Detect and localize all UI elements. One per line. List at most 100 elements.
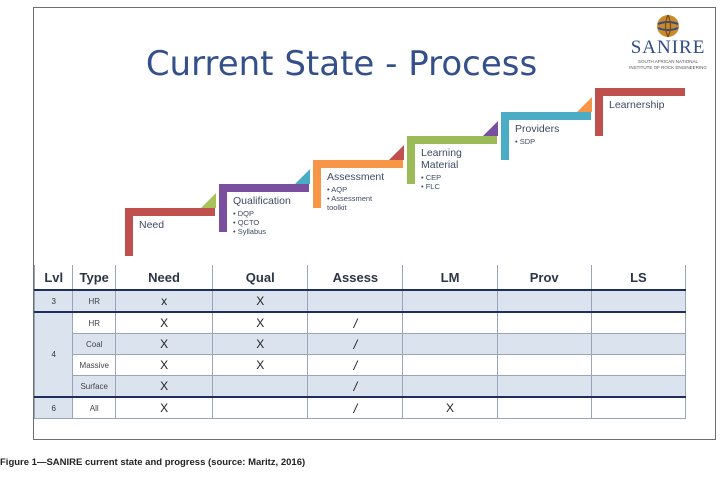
step-riser [125, 208, 133, 256]
step-bullets: • AQP• Assessment toolkit [327, 185, 382, 212]
step-label: Assessment [327, 171, 385, 183]
cell-lvl: 4 [34, 311, 74, 398]
step-label: Learnership [609, 99, 665, 111]
step-bar [501, 112, 591, 120]
cell-prov [496, 333, 592, 355]
cell-prov [496, 396, 592, 419]
slide-title: Current State - Process [145, 44, 538, 84]
header-need: Need [114, 265, 214, 291]
cell-need: X [114, 375, 214, 398]
step-label: Learning Material [421, 147, 462, 171]
header-prov: Prov [496, 265, 592, 291]
cell-ls [590, 289, 687, 313]
step-bullet-item: • AQP [327, 185, 348, 194]
table-row: 6 All X / X [34, 396, 687, 419]
cell-ls [590, 333, 687, 355]
step-riser [313, 160, 321, 208]
table-row: Coal X X / [35, 333, 687, 355]
globe-icon [657, 14, 679, 38]
step-bullet-item: • Syllabus [233, 227, 267, 236]
figure-caption: Figure 1—SANIRE current state and progre… [0, 457, 306, 468]
cell-type: Massive [72, 354, 116, 376]
table-header-row: Lvl Type Need Qual Assess LM Prov LS [34, 265, 687, 291]
step-arrow-icon [483, 121, 498, 136]
cell-type: Coal [72, 333, 116, 355]
cell-type: HR [72, 289, 116, 313]
step-riser [219, 184, 227, 232]
step-arrow-icon [295, 169, 310, 184]
header-ls: LS [590, 265, 687, 291]
step-arrow-icon [389, 145, 404, 160]
cell-need: X [114, 396, 214, 419]
cell-ls [590, 311, 687, 334]
step-bullets: • SDP [515, 137, 535, 146]
step-bullet-item: • FLC [421, 182, 440, 191]
slide: Current State - Process SANIRE SOUTH AFR… [33, 7, 716, 440]
cell-ls [590, 375, 687, 398]
header-assess: Assess [307, 265, 404, 291]
cell-prov [496, 354, 592, 376]
cell-ls [590, 354, 687, 376]
cell-lvl: 3 [34, 289, 74, 313]
cell-assess: / [307, 311, 404, 334]
table-row: Massive X X / [35, 354, 687, 376]
cell-assess: / [307, 333, 404, 355]
cell-type: Surface [72, 375, 116, 398]
cell-need: X [114, 333, 214, 355]
step-label: Qualification [233, 195, 291, 207]
cell-prov [496, 311, 592, 334]
step-bullet-item: • DQP [233, 209, 254, 218]
cell-lm [402, 375, 498, 398]
table-row: Surface X / [35, 375, 687, 398]
cell-need: X [114, 311, 214, 334]
cell-lm [402, 289, 498, 313]
cell-lm [402, 333, 498, 355]
cell-lm [402, 354, 498, 376]
step-bar [313, 160, 403, 168]
logo-tagline: SOUTH AFRICAN NATIONAL INSTITUTE OF ROCK… [629, 59, 707, 70]
table-row: 3 HR x X [34, 289, 687, 313]
cell-assess: / [307, 354, 404, 376]
cell-lm: X [402, 396, 498, 419]
cell-need: X [114, 354, 214, 376]
step-bullet-item: • QCTO [233, 218, 260, 227]
step-bullets: • DQP• QCTO• Syllabus [233, 209, 266, 236]
cell-qual: X [212, 289, 309, 313]
step-bullet-item: • Assessment toolkit [327, 194, 373, 212]
step-bullets: • CEP• FLC [421, 173, 441, 191]
step-label: Need [139, 219, 165, 231]
step-bullet-item: • CEP [421, 173, 442, 182]
cell-prov [496, 375, 592, 398]
step-bar [407, 136, 497, 144]
cell-qual: X [212, 311, 309, 334]
progress-table: Lvl Type Need Qual Assess LM Prov LS 3 H… [34, 265, 687, 419]
step-riser [501, 112, 509, 160]
cell-type: HR [72, 311, 116, 334]
cell-need: x [114, 289, 214, 313]
header-qual: Qual [212, 265, 309, 291]
cell-qual [212, 396, 309, 419]
step-arrow-icon [577, 97, 592, 112]
logo-wordmark: SANIRE [630, 37, 706, 58]
cell-lm [402, 311, 498, 334]
step-arrow-icon [201, 193, 216, 208]
cell-qual: X [212, 354, 309, 376]
step-label: Providers [515, 123, 560, 135]
cell-lvl: 6 [34, 396, 74, 419]
cell-qual [212, 375, 309, 398]
cell-prov [496, 289, 592, 313]
sanire-logo: SANIRE SOUTH AFRICAN NATIONAL INSTITUTE … [624, 11, 712, 77]
step-bar [595, 88, 685, 96]
step-bar [125, 208, 215, 216]
cell-qual: X [212, 333, 309, 355]
step-bullet-item: • SDP [515, 137, 536, 146]
cell-assess [307, 289, 404, 313]
cell-ls [590, 396, 687, 419]
step-bar [219, 184, 309, 192]
header-lvl: Lvl [34, 265, 74, 291]
header-lm: LM [402, 265, 498, 291]
cell-assess: / [307, 375, 404, 398]
cell-type: All [72, 396, 116, 419]
table-row: 4 HR X X / [34, 311, 687, 398]
header-type: Type [72, 265, 116, 291]
